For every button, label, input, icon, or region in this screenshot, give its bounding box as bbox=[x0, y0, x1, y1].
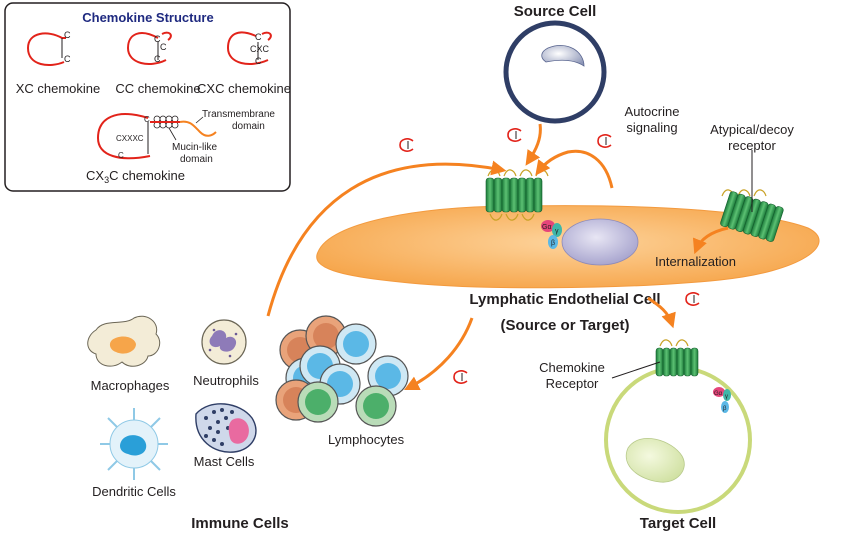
g-beta-icon bbox=[548, 235, 558, 249]
chemokine-ligand-icon bbox=[597, 134, 612, 148]
chemokine-structure-legend: Chemokine Structure C C XC chemokine C C… bbox=[4, 2, 291, 192]
target-g-beta-label: β bbox=[723, 406, 727, 412]
motif-c: C bbox=[64, 54, 71, 64]
source-cell-label: Source Cell bbox=[514, 3, 597, 20]
internalization-arrow bbox=[692, 226, 729, 255]
cx3c-chemokine-icon: C CXXXC C bbox=[96, 113, 217, 160]
chemokine-ligand-icon bbox=[399, 138, 414, 152]
cx3c-chemokine-label: CX3C chemokine bbox=[86, 168, 185, 185]
internalization-label: Internalization bbox=[655, 254, 736, 269]
chemokine-ligand-icon bbox=[453, 370, 468, 384]
mast-cell-icon bbox=[195, 403, 257, 453]
motif-c: C bbox=[255, 32, 262, 42]
xc-chemokine-icon: C C bbox=[26, 30, 71, 66]
chemokine-receptor-label-2: Receptor bbox=[546, 376, 599, 391]
atypical-decoy-receptor bbox=[720, 150, 784, 242]
motif-c: C bbox=[64, 30, 71, 40]
g-gamma-icon bbox=[552, 223, 562, 237]
neutrophils-label: Neutrophils bbox=[193, 373, 259, 388]
lymphatic-endothelial-cell bbox=[316, 205, 820, 289]
neutrophil-icon bbox=[201, 319, 247, 365]
cc-chemokine-icon: C C C bbox=[126, 31, 172, 65]
motif-c: C bbox=[154, 34, 161, 44]
motif-cxc: CXC bbox=[250, 44, 270, 54]
mucin-label-2: domain bbox=[180, 154, 213, 165]
motif-c: C bbox=[160, 42, 167, 52]
motif-c: C bbox=[118, 151, 124, 160]
mucin-label: Mucin-like bbox=[172, 142, 217, 153]
lec-chemokine-receptor: Gα γ β bbox=[485, 169, 562, 249]
atypical-receptor-label: Atypical/decoy bbox=[710, 122, 794, 137]
g-alpha-icon bbox=[541, 220, 555, 232]
autocrine-label: Autocrine bbox=[625, 104, 680, 119]
cc-chemokine-label: CC chemokine bbox=[115, 81, 200, 96]
mast-cells-label: Mast Cells bbox=[194, 454, 255, 469]
macrophages-label: Macrophages bbox=[91, 378, 170, 393]
motif-c: C bbox=[144, 115, 150, 124]
transmembrane-label: Transmembrane bbox=[202, 109, 275, 120]
autocrine-arrow bbox=[535, 149, 614, 189]
lec-label: Lymphatic Endothelial Cell bbox=[469, 291, 660, 308]
source-to-lec-arrow bbox=[525, 123, 542, 166]
autocrine-label-2: signaling bbox=[626, 120, 677, 135]
source-cell: Source Cell bbox=[503, 3, 607, 124]
immune-to-lec-arrow bbox=[266, 160, 507, 317]
dendritic-cell-icon bbox=[100, 408, 168, 480]
transmembrane-label-2: domain bbox=[232, 121, 265, 132]
motif-c: C bbox=[255, 56, 262, 66]
lymphocytes-icon bbox=[275, 315, 409, 427]
motif-c: C bbox=[154, 54, 161, 64]
target-cell: Gα γ β bbox=[604, 339, 752, 514]
target-g-gamma-label: γ bbox=[725, 394, 728, 400]
motif-cxxxc: CXXXC bbox=[116, 134, 144, 143]
lec-sublabel: (Source or Target) bbox=[501, 317, 630, 334]
g-beta-label: β bbox=[551, 240, 555, 247]
legend-title: Chemokine Structure bbox=[82, 10, 213, 25]
cxc-chemokine-icon: C CXC C bbox=[226, 31, 272, 66]
dendritic-cells-label: Dendritic Cells bbox=[92, 484, 176, 499]
target-g-alpha-label: Gα bbox=[714, 391, 723, 397]
lec-nucleus bbox=[561, 218, 639, 266]
lec-to-target-arrow bbox=[647, 296, 676, 329]
target-cell-label: Target Cell bbox=[640, 515, 716, 532]
g-alpha-label: Gα bbox=[542, 224, 552, 231]
chemokine-ligand-icon bbox=[507, 128, 522, 142]
lymphocytes-label: Lymphocytes bbox=[328, 432, 405, 447]
chemokine-ligand-icon bbox=[685, 292, 700, 306]
xc-chemokine-label: XC chemokine bbox=[16, 81, 101, 96]
g-gamma-label: γ bbox=[555, 228, 559, 235]
macrophage-icon bbox=[87, 315, 161, 367]
immune-cells-label: Immune Cells bbox=[191, 515, 289, 532]
chemokine-receptor-label: Chemokine bbox=[539, 360, 605, 375]
signaling-arrows bbox=[266, 123, 676, 391]
cxc-chemokine-label: CXC chemokine bbox=[197, 81, 291, 96]
lec-to-immune-arrow bbox=[403, 317, 474, 391]
atypical-receptor-label-2: receptor bbox=[728, 138, 776, 153]
